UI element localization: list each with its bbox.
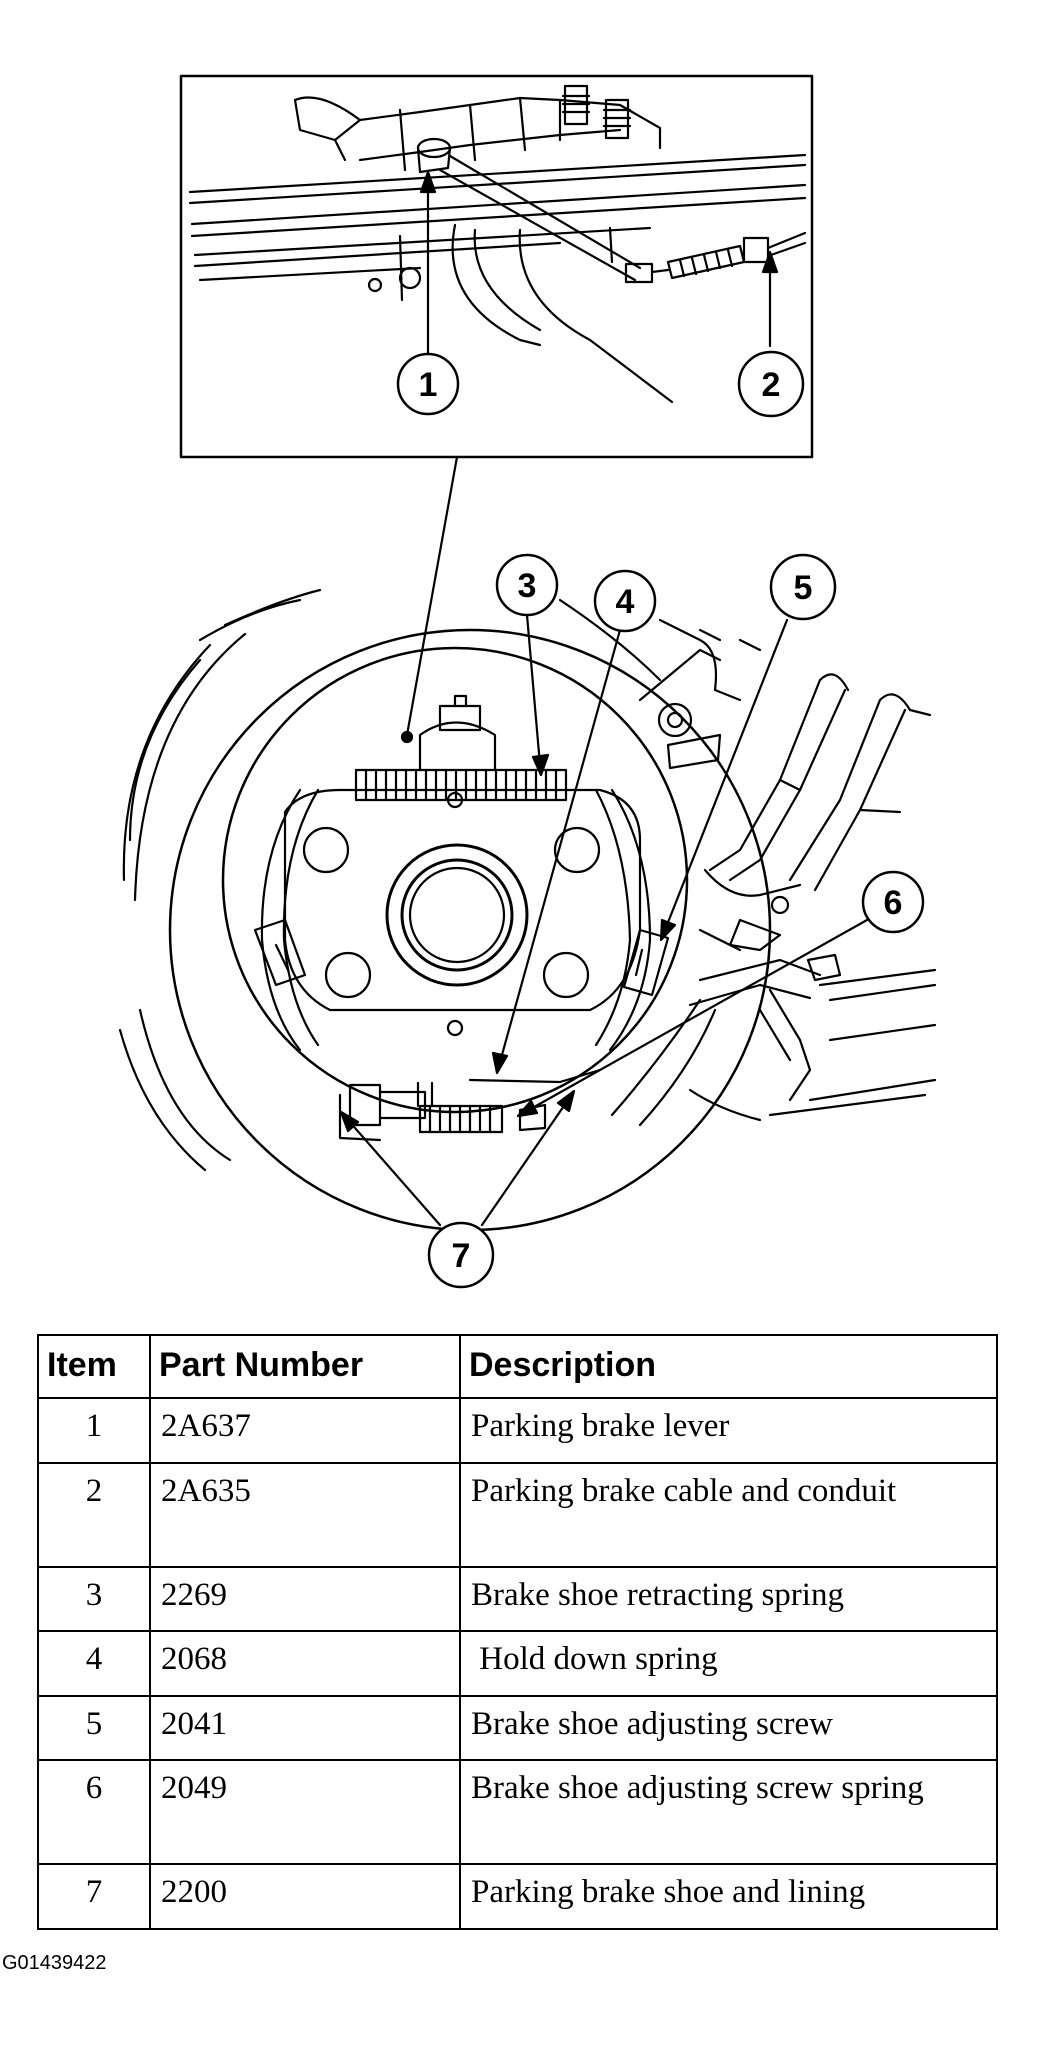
row-description: Parking brake shoe and lining	[459, 1863, 998, 1930]
detail-inset	[179, 74, 814, 459]
figure-code: G01439422	[2, 1952, 107, 1974]
row-item: 6	[37, 1759, 151, 1866]
header-item: Item	[37, 1334, 151, 1399]
row-part-number: 2269	[149, 1565, 461, 1633]
row-item: 1	[37, 1397, 151, 1464]
callout-1: 1	[396, 352, 460, 416]
row-description: Brake shoe retracting spring	[459, 1565, 998, 1633]
callout-1-label: 1	[419, 366, 438, 404]
parts-table: Item Part Number Description 1 2A637 Par…	[37, 1334, 998, 1930]
row-part-number: 2A637	[149, 1397, 461, 1464]
callout-7-label: 7	[452, 1237, 471, 1275]
row-item: 3	[37, 1565, 151, 1633]
table-row: 5 2041 Brake shoe adjusting screw	[37, 1694, 998, 1762]
row-item: 5	[37, 1694, 151, 1762]
row-part-number: 2068	[149, 1630, 461, 1697]
callout-3: 3	[495, 553, 559, 617]
inset-leader-dot	[400, 730, 414, 744]
brake-assembly-diagram: 1 2 3 4 5 6 7	[118, 74, 937, 1289]
row-description: Parking brake lever	[459, 1397, 998, 1464]
callout-3-label: 3	[518, 567, 537, 605]
table-row: 1 2A637 Parking brake lever	[37, 1397, 998, 1464]
callout-2: 2	[737, 350, 805, 418]
callout-5-label: 5	[794, 569, 813, 607]
table-header-row: Item Part Number Description	[37, 1334, 998, 1399]
header-part-number: Part Number	[149, 1334, 461, 1399]
callout-6: 6	[861, 870, 925, 934]
row-part-number: 2041	[149, 1694, 461, 1762]
row-item: 7	[37, 1863, 151, 1930]
inset-leader-line	[405, 455, 459, 737]
brake-assembly	[118, 588, 937, 1232]
callout-7: 7	[427, 1221, 495, 1289]
row-description: Parking brake cable and conduit	[459, 1461, 998, 1568]
row-description: Brake shoe adjusting screw	[459, 1694, 998, 1762]
row-part-number: 2A635	[149, 1461, 461, 1568]
table-row: 7 2200 Parking brake shoe and lining	[37, 1863, 998, 1930]
callout-4: 4	[593, 569, 657, 633]
row-part-number: 2049	[149, 1759, 461, 1866]
callout-5: 5	[769, 553, 837, 621]
row-description: Brake shoe adjusting screw spring	[459, 1759, 998, 1866]
table-row: 6 2049 Brake shoe adjusting screw spring	[37, 1759, 998, 1866]
row-item: 4	[37, 1630, 151, 1697]
callout-4-label: 4	[616, 583, 635, 621]
table-row: 2 2A635 Parking brake cable and conduit	[37, 1461, 998, 1568]
table-row: 3 2269 Brake shoe retracting spring	[37, 1565, 998, 1633]
row-description: Hold down spring	[459, 1630, 998, 1697]
callout-2-label: 2	[762, 366, 781, 404]
header-description: Description	[459, 1334, 998, 1399]
callout-6-label: 6	[884, 884, 903, 922]
table-row: 4 2068 Hold down spring	[37, 1630, 998, 1697]
leader-lines	[339, 613, 869, 1227]
row-item: 2	[37, 1461, 151, 1568]
row-part-number: 2200	[149, 1863, 461, 1930]
